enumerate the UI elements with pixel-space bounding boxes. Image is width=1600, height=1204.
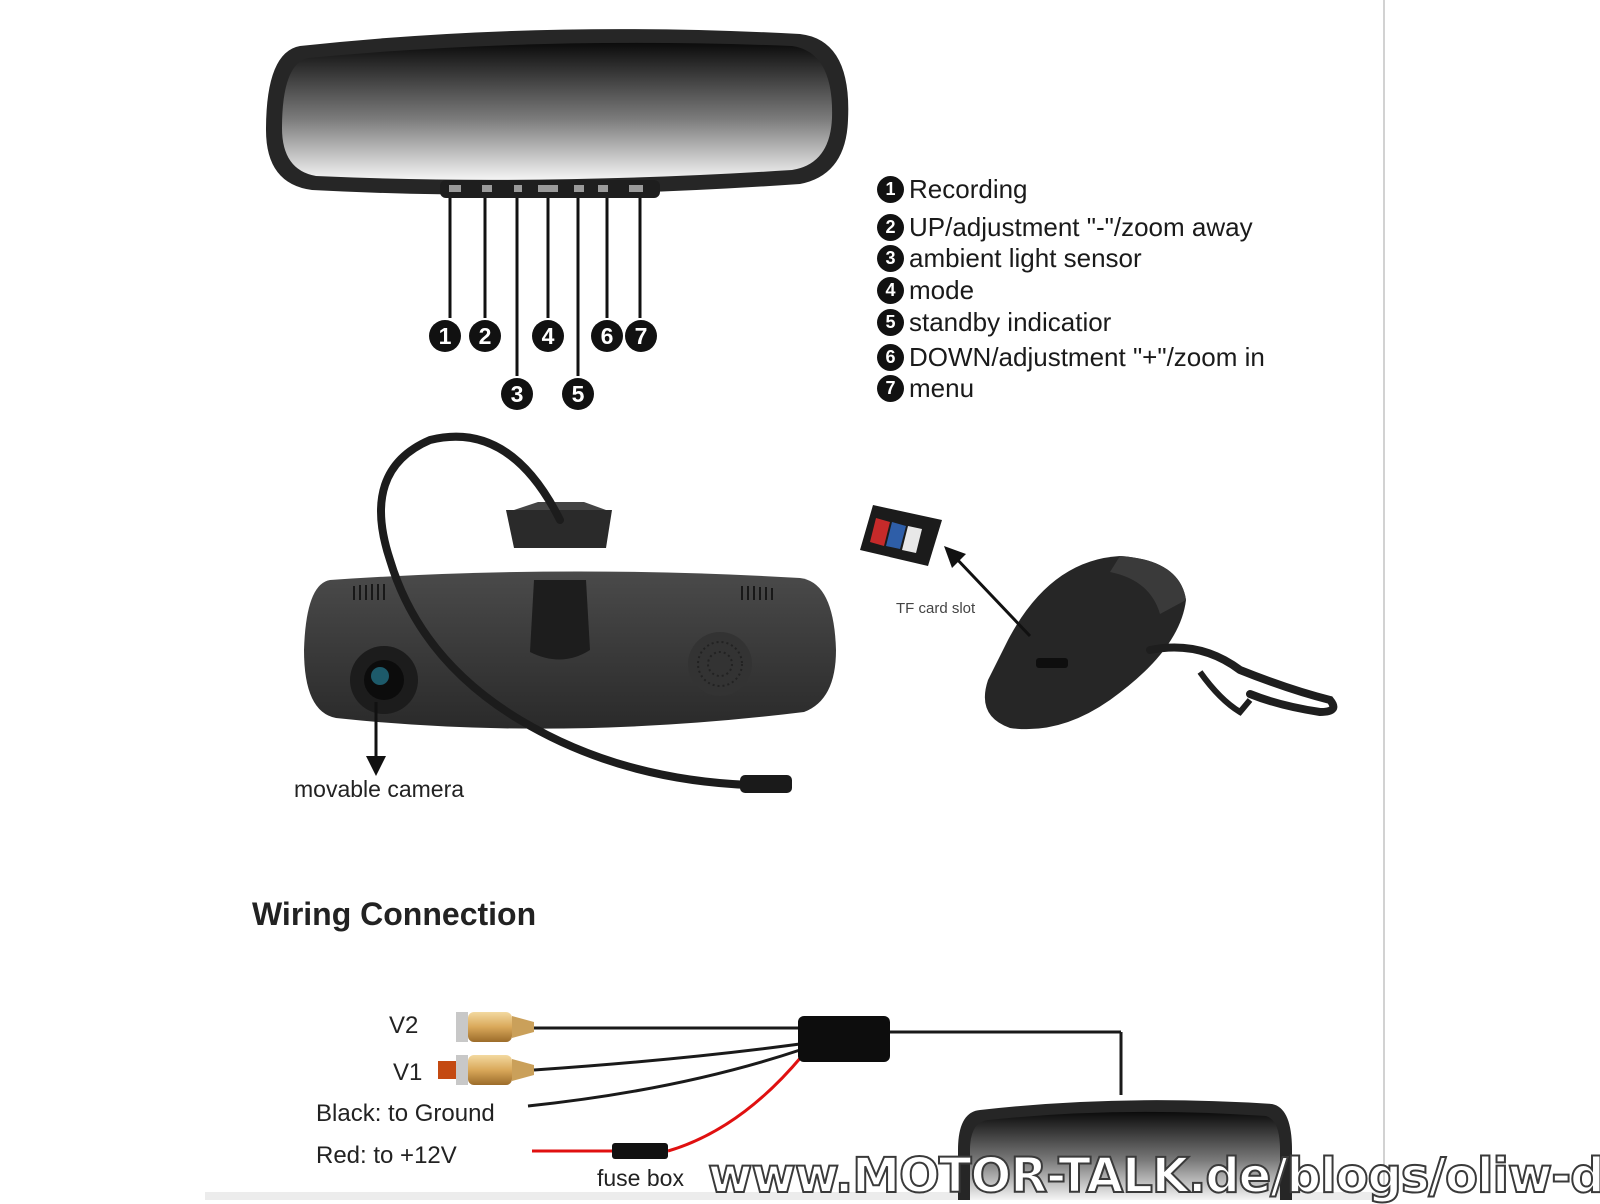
callout-3: 3 (501, 378, 533, 410)
mirror-front-view (266, 29, 849, 376)
legend-number: 4 (877, 276, 904, 304)
legend-text: UP/adjustment "-"/zoom away (909, 211, 1253, 242)
legend-number: 5 (877, 308, 904, 336)
v1-label: V1 (393, 1059, 423, 1086)
tf-card-illustration (860, 505, 942, 566)
tf-card-slot-caption: TF card slot (896, 600, 976, 617)
callout-1: 1 (429, 320, 461, 352)
legend-text: menu (909, 372, 975, 403)
v2-label: V2 (389, 1012, 419, 1039)
legend-item: 5 standby indicatior (877, 307, 1111, 337)
page-bottom-rule (205, 1192, 1385, 1200)
legend-text: Recording (909, 173, 1028, 204)
page-divider-line (1383, 0, 1385, 1200)
legend-item: 1 Recording (877, 174, 1028, 204)
legend-number: 6 (877, 343, 904, 371)
black-wire-label: Black: to Ground (316, 1100, 495, 1127)
callout-7: 7 (625, 320, 657, 352)
legend-item: 2 UP/adjustment "-"/zoom away (877, 212, 1253, 242)
mirror-side-view (944, 546, 1338, 730)
legend-number: 1 (877, 175, 904, 203)
legend-number: 7 (877, 374, 904, 402)
legend-item: 7 menu (877, 373, 974, 403)
watermark-text: www.MOTOR-TALK.de/blogs/oliw-de/ (707, 1147, 1600, 1204)
callout-6: 6 (591, 320, 623, 352)
legend-item: 6 DOWN/adjustment "+"/zoom in (877, 342, 1265, 372)
red-wire-label: Red: to +12V (316, 1142, 457, 1169)
callout-5: 5 (562, 378, 594, 410)
legend-item: 4 mode (877, 275, 974, 305)
legend-text: DOWN/adjustment "+"/zoom in (909, 341, 1265, 372)
mirror-back-view (304, 432, 836, 793)
legend-number: 2 (877, 213, 904, 241)
callout-4: 4 (532, 320, 564, 352)
legend-text: ambient light sensor (909, 242, 1142, 273)
wiring-diagram (438, 1012, 1292, 1200)
legend-text: mode (909, 274, 975, 305)
legend-number: 3 (877, 244, 904, 272)
camera-caption: movable camera (294, 776, 465, 802)
callout-2: 2 (469, 320, 501, 352)
fuse-box-label: fuse box (597, 1165, 684, 1191)
wiring-heading: Wiring Connection (252, 896, 537, 932)
legend-item: 3 ambient light sensor (877, 243, 1142, 273)
legend-text: standby indicatior (909, 306, 1112, 337)
